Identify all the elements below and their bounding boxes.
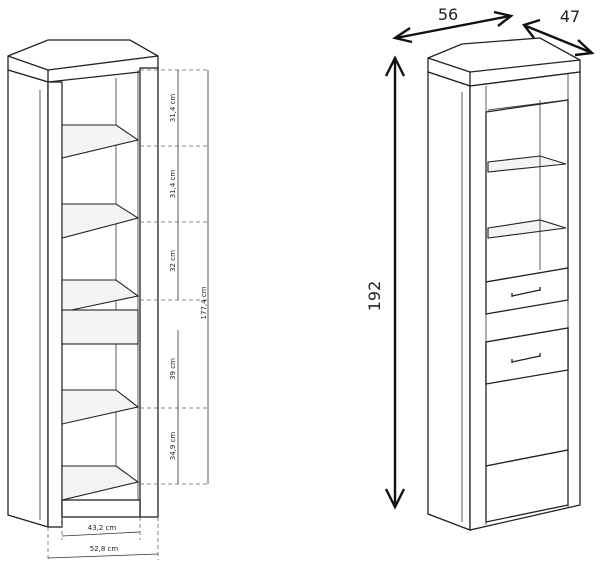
shelf-3 — [61, 279, 140, 313]
shelf-4 — [61, 389, 140, 425]
glass-door — [485, 99, 569, 283]
lower-door-panel — [485, 327, 569, 385]
right-plinth — [485, 449, 569, 523]
shelf-1 — [61, 124, 140, 159]
shelf-2 — [61, 203, 140, 239]
glass-shelf-2 — [487, 219, 567, 239]
glass-shelf-1 — [487, 155, 567, 173]
outer-width-label: 52,8 cm — [90, 545, 119, 553]
left-front-post — [47, 81, 63, 528]
height-label: 192 — [365, 281, 384, 312]
left-side-panel — [7, 69, 49, 528]
gap-label-5: 34,9 cm — [169, 432, 177, 461]
depth-arrow — [525, 24, 591, 54]
width-arrow — [395, 14, 511, 40]
right-side-panel — [427, 71, 471, 531]
drawer-rail — [61, 309, 139, 345]
gap-label-1: 31,4 cm — [169, 94, 177, 123]
drawer-handle — [511, 289, 541, 297]
inner-width-label: 43,2 cm — [88, 524, 117, 532]
left-cabinet-view: 31,4 cm 31,4 cm 32 cm 39 cm 34,9 cm 177,… — [7, 39, 210, 560]
drawer-front — [485, 267, 569, 315]
inner-width-line — [61, 531, 141, 537]
gap-label-2: 31,4 cm — [169, 170, 177, 199]
left-top-slab — [7, 39, 159, 83]
depth-label: 47 — [560, 7, 580, 26]
right-front-post — [139, 67, 159, 518]
plinth — [61, 499, 141, 518]
gap-label-4: 39 cm — [169, 358, 177, 380]
bottom-shelf — [61, 465, 140, 501]
door-handle — [511, 355, 541, 363]
inner-height-label: 177,4 cm — [200, 286, 208, 319]
gap-label-3: 32 cm — [169, 250, 177, 272]
width-label: 56 — [438, 5, 458, 24]
outer-width-line — [47, 553, 159, 559]
right-cabinet-view: 192 56 47 — [365, 5, 595, 531]
